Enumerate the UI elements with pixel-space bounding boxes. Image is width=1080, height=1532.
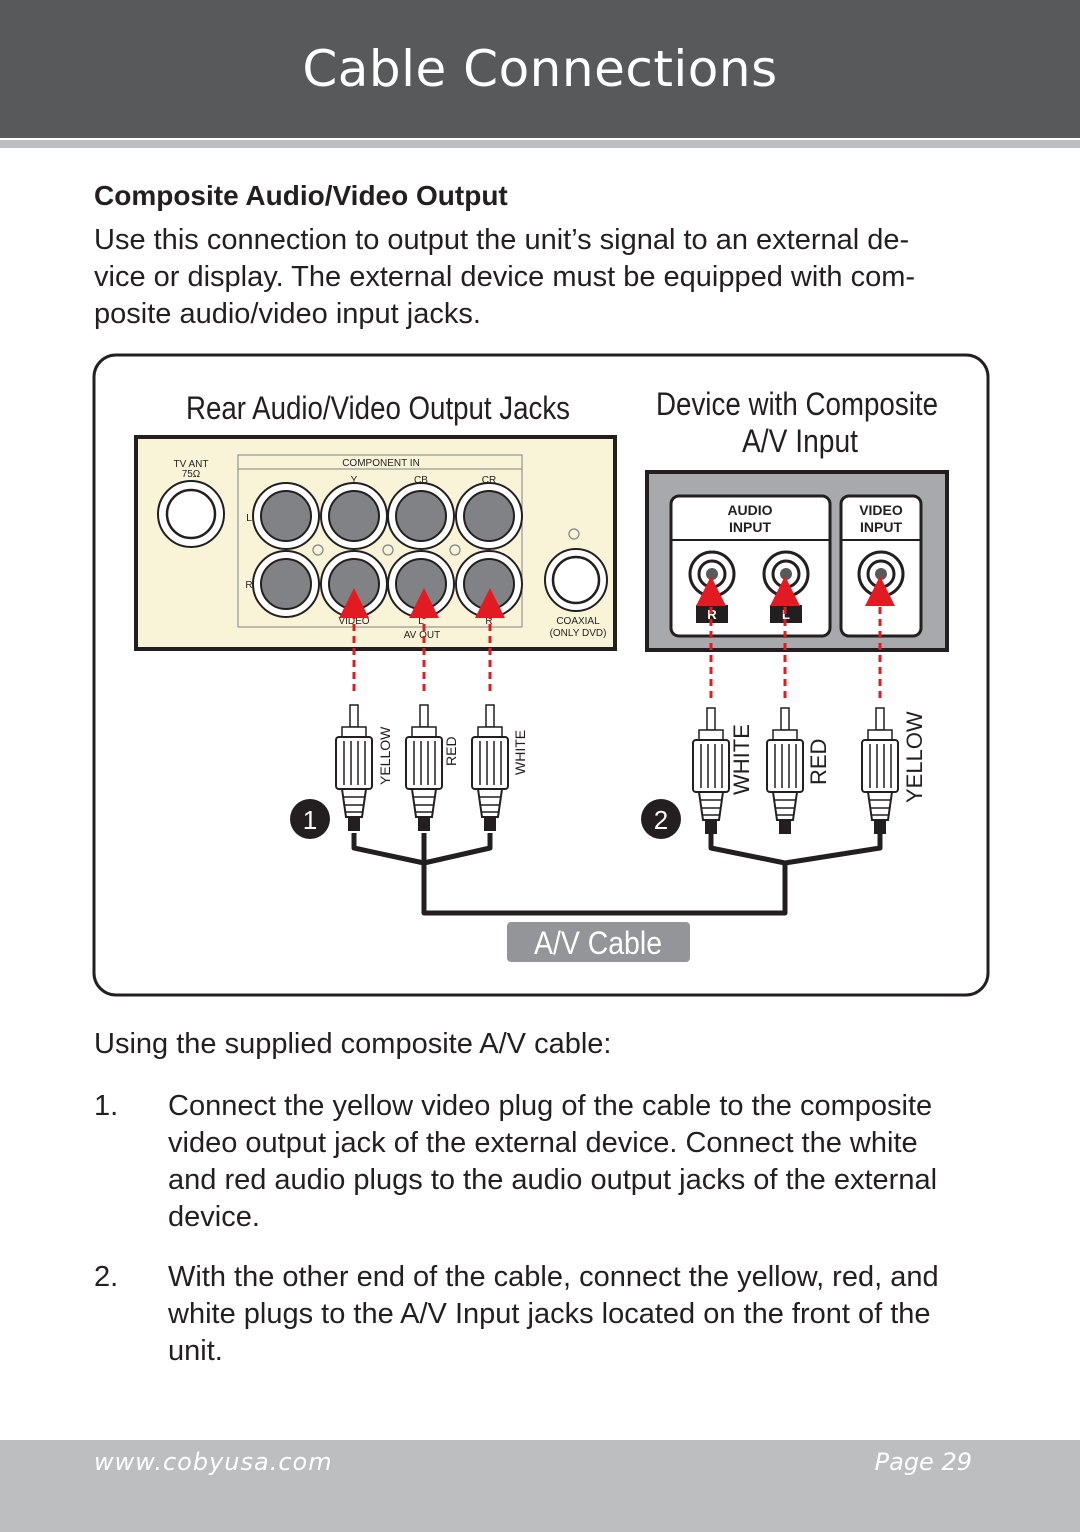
ohms-label: 75Ω <box>182 469 201 480</box>
step-badge-2-number: 2 <box>654 805 668 835</box>
rear-jacks-title: Rear Audio/Video Output Jacks <box>186 390 570 426</box>
screw-icon <box>449 544 461 556</box>
plug-label-white-right: WHITE <box>729 724 754 795</box>
jack-cr <box>455 482 523 550</box>
page-number: Page 29 <box>874 1448 972 1476</box>
step-badge-1-number: 1 <box>303 805 317 835</box>
device-jack-audio-r <box>688 550 736 598</box>
plug-label-red-left: RED <box>443 736 459 766</box>
plug-label-yellow-left: YELLOW <box>377 726 393 785</box>
device-title-line1: Device with Composite <box>656 386 938 422</box>
step-line: unit. <box>168 1335 223 1367</box>
jack-av-l-out <box>387 550 455 618</box>
tv-ant-jack <box>157 480 225 548</box>
intro-line: posite audio/video input jacks. <box>94 298 481 330</box>
plug-label-red-right: RED <box>806 739 831 785</box>
jack-audio-r <box>252 550 320 618</box>
step-line: With the other end of the cable, connect… <box>168 1261 939 1293</box>
jack-y <box>320 482 388 550</box>
device-jack-video <box>857 550 905 598</box>
av-out-label: AV OUT <box>404 630 440 641</box>
page-footer: www.cobyusa.com Page 29 <box>0 1440 1080 1532</box>
screw-icon <box>312 544 324 556</box>
component-cr-label: CR <box>482 475 496 486</box>
component-cb-label: CB <box>414 475 428 486</box>
audio-r-label: R <box>245 580 252 591</box>
jack-av-r-out <box>455 550 523 618</box>
step-text: Connect the yellow video plug of the cab… <box>168 1088 994 1236</box>
step-number: 2. <box>94 1261 119 1293</box>
footer-website: www.cobyusa.com <box>94 1448 333 1476</box>
device-panel: AUDIO INPUT VIDEO INPUT R L <box>645 470 949 652</box>
step-line: device. <box>168 1201 260 1233</box>
connection-arrows <box>339 576 895 698</box>
step-line: video output jack of the external device… <box>168 1127 918 1159</box>
step-badge-2: 2 <box>641 799 681 839</box>
steps-list: 1. Connect the yellow video plug of the … <box>94 1088 994 1393</box>
device-r-tag: R <box>707 607 717 622</box>
audio-input-label-line2: INPUT <box>729 519 771 535</box>
audio-l-label: L <box>246 513 252 524</box>
tv-ant-label: TV ANT <box>173 459 208 470</box>
section-heading: Composite Audio/Video Output <box>94 180 508 211</box>
coaxial-jack <box>544 548 608 612</box>
only-dvd-label: (ONLY DVD) <box>550 628 607 639</box>
jack-video-out <box>320 550 388 618</box>
step-badge-1: 1 <box>290 799 330 839</box>
device-title-line2: A/V Input <box>742 423 858 459</box>
video-out-label: VIDEO <box>338 616 369 627</box>
device-l-tag: L <box>782 607 790 622</box>
header-divider <box>0 140 1080 148</box>
coaxial-label: COAXIAL <box>556 616 600 627</box>
av-cable-badge: A/V Cable <box>507 922 690 962</box>
step-line: white plugs to the A/V Input jacks locat… <box>168 1298 931 1330</box>
av-cable-wire <box>351 833 883 916</box>
plug-label-yellow-right: YELLOW <box>902 711 927 803</box>
jack-audio-l <box>252 482 320 550</box>
screw-icon <box>382 544 394 556</box>
intro-paragraph: Use this connection to output the unit’s… <box>94 222 994 333</box>
intro-line: Use this connection to output the unit’s… <box>94 224 910 256</box>
step-number: 1. <box>94 1090 119 1122</box>
rear-panel: TV ANT 75Ω COMPONENT IN Y CB CR L R VIDE… <box>134 435 617 651</box>
audio-input-label-line1: AUDIO <box>727 502 772 518</box>
step-line: and red audio plugs to the audio output … <box>168 1164 938 1196</box>
list-item: 2. With the other end of the cable, conn… <box>94 1259 994 1370</box>
av-cable-label: A/V Cable <box>534 925 662 961</box>
connection-diagram: Rear Audio/Video Output Jacks Device wit… <box>92 353 990 997</box>
step-text: With the other end of the cable, connect… <box>168 1259 994 1370</box>
av-l-out-label: L <box>418 616 424 627</box>
component-y-label: Y <box>351 475 358 486</box>
av-r-out-label: R <box>485 616 492 627</box>
video-input-label-line2: INPUT <box>860 519 902 535</box>
page-header: Cable Connections <box>0 0 1080 138</box>
device-jack-audio-l <box>762 550 810 598</box>
component-in-label: COMPONENT IN <box>342 458 420 469</box>
usage-intro: Using the supplied composite A/V cable: <box>94 1028 612 1060</box>
video-input-label-line1: VIDEO <box>859 502 903 518</box>
list-item: 1. Connect the yellow video plug of the … <box>94 1088 994 1236</box>
intro-line: vice or display. The external device mus… <box>94 261 916 293</box>
page-title: Cable Connections <box>302 40 778 98</box>
plug-label-white-left: WHITE <box>512 730 528 775</box>
step-line: Connect the yellow video plug of the cab… <box>168 1090 933 1122</box>
jack-cb <box>387 482 455 550</box>
screw-icon <box>568 528 580 540</box>
